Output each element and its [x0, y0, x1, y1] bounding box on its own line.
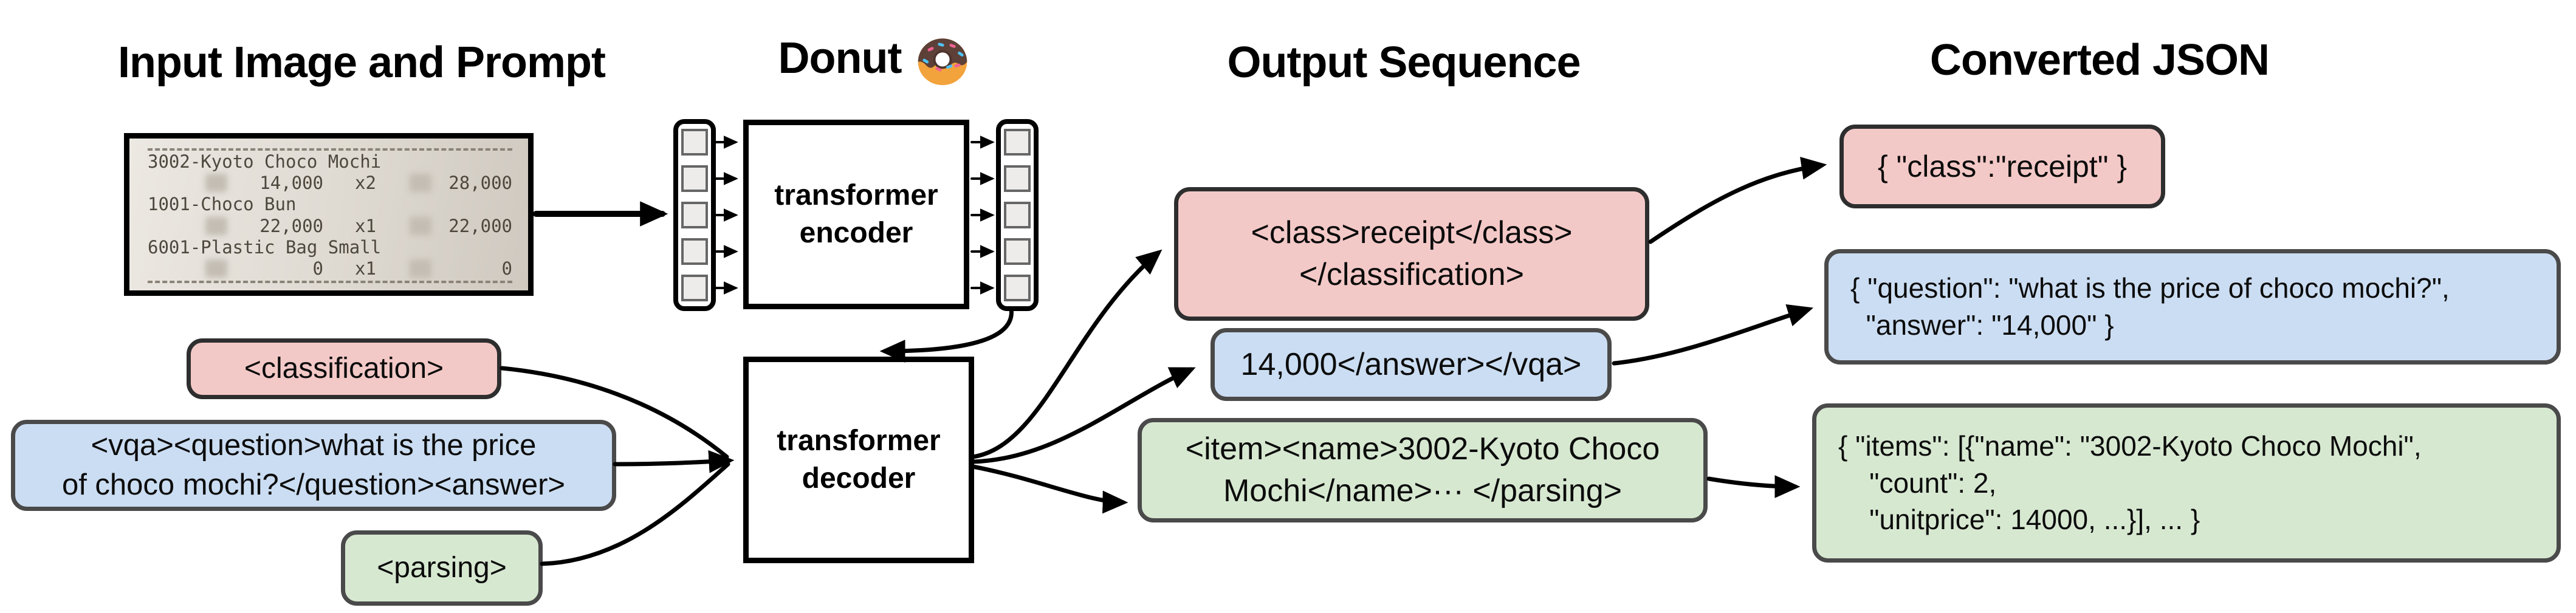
json-parsing: { "items": [{"name": "3002-Kyoto Choco M… — [1812, 403, 2561, 563]
json-vqa-line: { "question": "what is the price of choc… — [1850, 272, 2450, 304]
encoder-input-tokens — [673, 119, 716, 311]
arrow-encoder-to-decoder — [879, 306, 1014, 363]
json-vqa-line: "answer": "14,000" } — [1850, 309, 2114, 341]
redaction-patch — [205, 216, 227, 235]
receipt-total: 22,000 — [448, 215, 512, 236]
output-parsing: <item><name>3002-Kyoto Choco Mochi</name… — [1138, 418, 1708, 522]
receipt-item-amounts: 14,000 x2 28,000 — [148, 173, 512, 193]
receipt-item-amounts: 22,000 x1 22,000 — [148, 216, 512, 236]
json-parsing-line: "count": 2, — [1838, 467, 1997, 499]
receipt-total: 28,000 — [448, 173, 512, 194]
receipt-quantity: x1 — [355, 215, 376, 236]
token-square — [1004, 275, 1031, 301]
receipt-quantity: x2 — [355, 173, 376, 194]
json-classification: { "class":"receipt" } — [1839, 125, 2165, 208]
json-vqa: { "question": "what is the price of choc… — [1824, 249, 2561, 365]
token-square — [681, 165, 708, 192]
json-parsing-line: "unitprice": 14000, ...}], ... } — [1838, 504, 2200, 536]
prompt-classification: <classification> — [187, 338, 501, 399]
json-parsing-line: { "items": [{"name": "3002-Kyoto Choco M… — [1838, 430, 2422, 462]
token-square — [1004, 129, 1031, 156]
output-classification: <class>receipt</class> </classification> — [1174, 187, 1649, 321]
arrows-encoder-to-tokens — [970, 135, 995, 295]
model-name-label: Donut — [778, 34, 902, 83]
receipt-item-name: 6001-Plastic Bag Small — [148, 236, 382, 258]
receipt-quantity: x1 — [355, 258, 376, 279]
receipt-item-name: 3002-Kyoto Choco Mochi — [148, 151, 382, 172]
transformer-encoder-block: transformer encoder — [743, 120, 969, 309]
encoder-label-line: encoder — [799, 217, 913, 249]
output-classification-line: </classification> — [1299, 257, 1524, 292]
receipt-unit-price: 14,000 — [259, 173, 323, 194]
transformer-decoder-block: transformer decoder — [743, 357, 974, 563]
arrow-output-to-json-classification — [1648, 157, 1827, 244]
prompt-parsing: <parsing> — [341, 530, 543, 606]
redaction-patch — [410, 174, 431, 193]
token-square — [681, 129, 708, 156]
prompt-vqa-line: <vqa><question>what is the price — [91, 429, 537, 462]
token-square — [681, 202, 708, 228]
token-square — [681, 238, 708, 265]
redaction-patch — [410, 259, 431, 278]
arrow-decoder-to-output-parsing — [970, 464, 1128, 514]
decoder-label-line: decoder — [802, 462, 916, 495]
encoder-output-tokens — [996, 119, 1039, 311]
encoder-label-line: transformer — [774, 179, 938, 211]
receipt-image: 3002-Kyoto Choco Mochi 14,000 x2 28,000 … — [124, 133, 534, 296]
receipt-item-name: 1001-Choco Bun — [148, 194, 297, 215]
token-square — [681, 275, 708, 301]
section-title-input: Input Image and Prompt — [117, 38, 606, 87]
output-classification-line: <class>receipt</class> — [1251, 215, 1573, 251]
receipt-unit-price: 22,000 — [259, 215, 323, 236]
output-parsing-line: <item><name>3002-Kyoto Choco — [1185, 431, 1660, 467]
token-square — [1004, 238, 1031, 265]
section-title-json: Converted JSON — [1929, 36, 2270, 84]
arrow-output-to-json-parsing — [1706, 475, 1801, 498]
receipt-divider-bottom — [148, 280, 512, 283]
decoder-label-line: transformer — [777, 424, 941, 457]
token-square — [1004, 165, 1031, 192]
receipt-divider-top — [148, 148, 512, 151]
section-title-output: Output Sequence — [1227, 38, 1581, 87]
prompt-vqa: <vqa><question>what is the price of choc… — [11, 420, 616, 511]
arrow-vqa-to-decoder — [613, 450, 735, 473]
prompt-vqa-line: of choco mochi?</question><answer> — [61, 468, 566, 501]
output-vqa: 14,000</answer></vqa> — [1211, 328, 1612, 401]
token-square — [1004, 202, 1031, 228]
receipt-total: 0 — [501, 258, 512, 279]
redaction-patch — [205, 174, 227, 193]
redaction-patch — [205, 259, 227, 278]
donut-icon — [918, 38, 967, 86]
section-title-model: Donut — [705, 29, 1045, 87]
receipt-item-amounts: 0 x1 0 — [148, 258, 512, 279]
receipt-unit-price: 0 — [312, 258, 323, 279]
redaction-patch — [410, 216, 431, 235]
output-parsing-line: Mochi</name>··· </parsing> — [1223, 473, 1623, 509]
